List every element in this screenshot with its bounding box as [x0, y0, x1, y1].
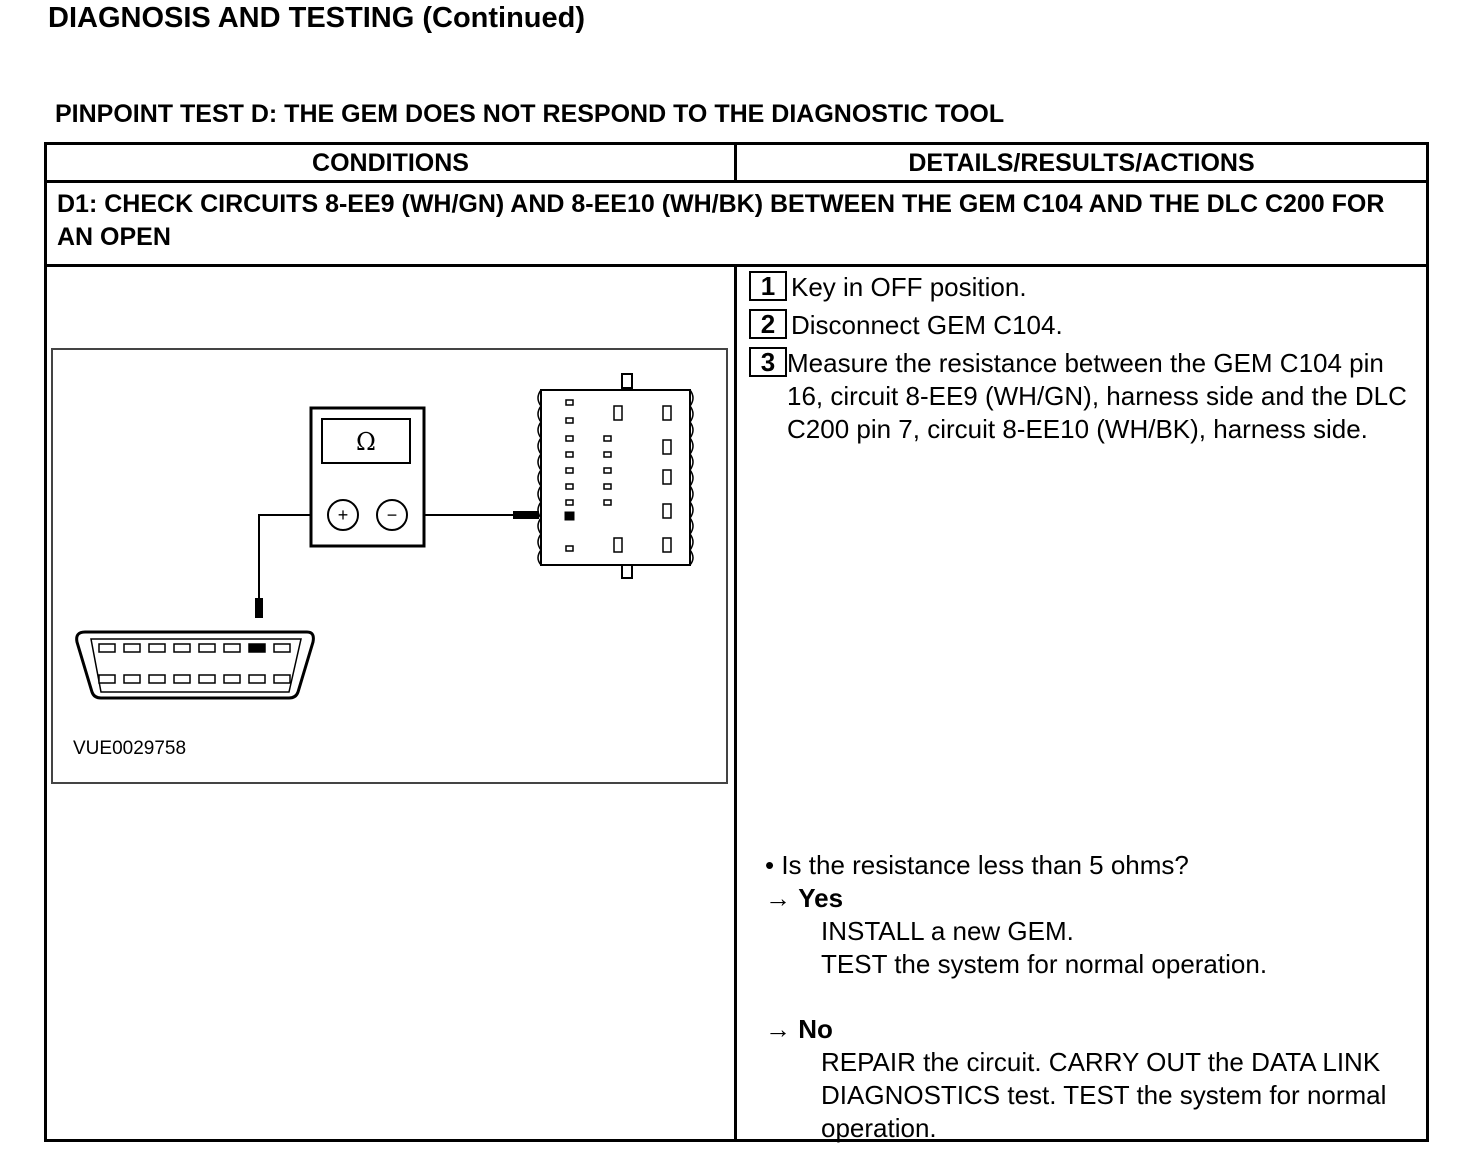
no-branch: → No REPAIR the circuit. CARRY OUT the D… — [765, 1013, 1412, 1145]
yes-label: Yes — [798, 883, 844, 913]
table-header-row: CONDITIONS DETAILS/RESULTS/ACTIONS — [47, 145, 1426, 183]
action-step-3: 3 Measure the resistance between the GEM… — [749, 347, 1412, 446]
step-text: Disconnect GEM C104. — [791, 310, 1063, 340]
plus-terminal: + — [338, 505, 349, 525]
arrow-icon: → — [765, 883, 791, 913]
gem-probe — [513, 511, 539, 519]
dlc-c200-connector-icon — [75, 630, 315, 700]
gem-c104-connector-icon — [537, 373, 694, 579]
multimeter-icon: Ω + − — [309, 406, 426, 548]
step-number: 1 — [749, 271, 787, 301]
details-header: DETAILS/RESULTS/ACTIONS — [908, 149, 1255, 177]
step-number: 2 — [749, 309, 787, 339]
yes-action-1: INSTALL a new GEM. — [821, 916, 1074, 946]
step-text: Key in OFF position. — [791, 272, 1027, 302]
ohm-symbol: Ω — [356, 428, 376, 456]
step-title-row: D1: CHECK CIRCUITS 8-EE9 (WH/GN) AND 8-E… — [47, 183, 1426, 267]
yes-branch: → Yes INSTALL a new GEM. TEST the system… — [765, 882, 1412, 981]
step-text: Measure the resistance between the GEM C… — [787, 348, 1407, 444]
no-label: No — [798, 1014, 833, 1044]
conditions-header: CONDITIONS — [47, 145, 737, 180]
no-action: REPAIR the circuit. CARRY OUT the DATA L… — [821, 1047, 1387, 1143]
yes-action-2: TEST the system for normal operation. — [821, 949, 1268, 979]
figure-id: VUE0029758 — [73, 738, 187, 759]
pinpoint-test-title: PINPOINT TEST D: THE GEM DOES NOT RESPON… — [55, 100, 1005, 128]
dlc-probe — [255, 598, 263, 618]
column-divider — [734, 267, 737, 1139]
result-question: • Is the resistance less than 5 ohms? — [765, 850, 1189, 880]
step-number: 3 — [749, 347, 787, 377]
step-title: D1: CHECK CIRCUITS 8-EE9 (WH/GN) AND 8-E… — [57, 190, 1385, 251]
test-illustration: Ω + − — [51, 348, 728, 784]
minus-terminal: − — [387, 505, 398, 525]
page-title: DIAGNOSIS AND TESTING (Continued) — [48, 2, 586, 34]
pinpoint-test-table: CONDITIONS DETAILS/RESULTS/ACTIONS D1: C… — [44, 142, 1429, 1145]
wiring-diagram: Ω + − — [75, 373, 694, 700]
test-leads — [258, 514, 515, 600]
arrow-icon: → — [765, 1014, 791, 1044]
